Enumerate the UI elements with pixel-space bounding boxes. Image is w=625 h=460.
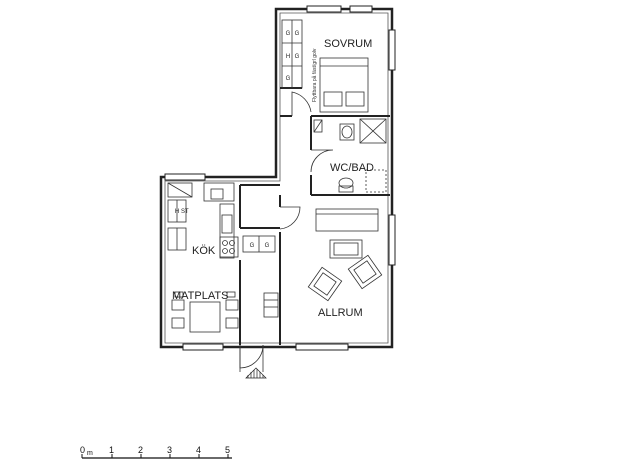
- room-label-sovrum: SOVRUM: [324, 38, 372, 50]
- inner-wall-lines: [164, 12, 389, 344]
- room-label-matplats: MATPLATS: [172, 290, 228, 302]
- movable-note: Flyttbara på fäst/grl golv: [311, 48, 318, 102]
- bed: [319, 57, 369, 113]
- kitchen-label-h: H: [175, 209, 179, 215]
- living-furniture: [307, 208, 383, 302]
- doors: [239, 91, 334, 372]
- sovrum-wardrobes: [281, 19, 303, 89]
- cabinet-label: G: [250, 243, 255, 249]
- scale-label-1: 1: [109, 445, 114, 455]
- wardrobe-label: G: [295, 54, 300, 60]
- cabinet-label: G: [265, 243, 270, 249]
- wardrobe-label: G: [295, 31, 300, 37]
- wardrobe-label: G: [286, 31, 291, 37]
- room-label-wc-bad: WC/BAD: [330, 162, 374, 174]
- scale-label-5: 5: [225, 445, 230, 455]
- room-label-allrum: ALLRUM: [318, 307, 363, 319]
- scale-label-unit: m: [87, 450, 93, 457]
- entrance-marker: [245, 367, 267, 379]
- bath-fixtures: [313, 118, 387, 193]
- scale-label-4: 4: [196, 445, 201, 455]
- dining-set: [171, 291, 239, 333]
- outer-walls: [159, 7, 394, 349]
- hall-shelf: [263, 292, 279, 318]
- scale-label-3: 3: [167, 445, 172, 455]
- room-label-kok: KÖK: [192, 245, 216, 257]
- scale-bar: [81, 454, 232, 459]
- interior-walls: [239, 87, 390, 345]
- wardrobe-label: G: [286, 76, 291, 82]
- kitchen-label-st: ST: [181, 209, 189, 215]
- windows: [164, 5, 396, 351]
- scale-label-0: 0: [80, 445, 85, 455]
- kitchen-fixtures: [167, 182, 276, 259]
- wardrobe-label: H: [286, 54, 290, 60]
- scale-label-2: 2: [138, 445, 143, 455]
